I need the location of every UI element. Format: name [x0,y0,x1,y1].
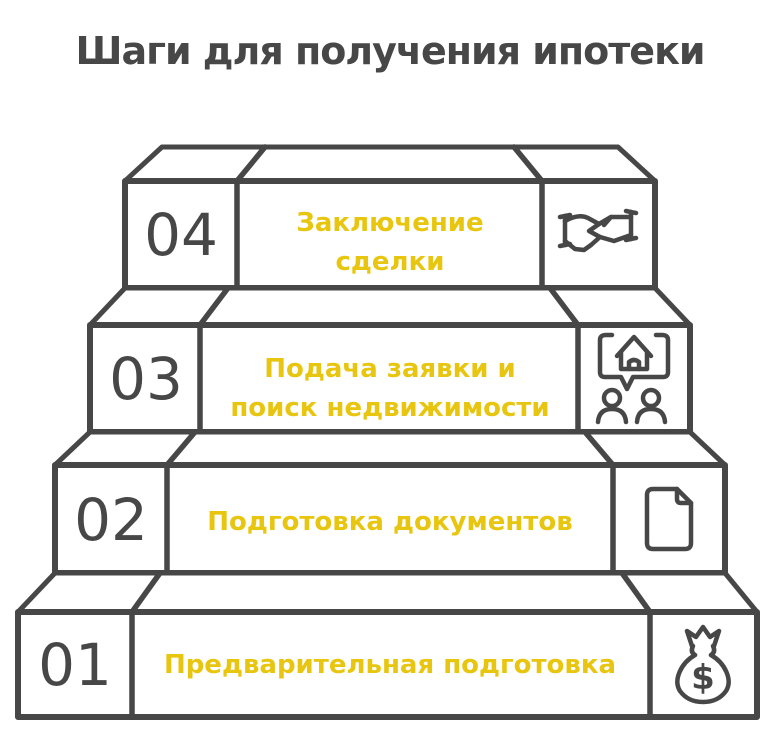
step-2: 02 Подготовка документов [52,429,728,576]
step-1-number: 01 [38,631,112,699]
money-bag-icon: $ [675,624,731,705]
step-1-label-line1: Предварительная подготовка [164,650,616,680]
step-1: 01 Предварительная подготовка $ [15,570,760,720]
step-1-front-face [15,609,760,720]
step-1-crease-right [619,570,653,615]
step-4: 04 Заключение сделки [122,144,658,291]
step-4-crease-left [234,144,268,184]
document-icon [644,486,694,552]
step-3: 03 Подача заявки и поиск недвижимости [87,285,693,435]
step-2-crease-right [582,429,616,468]
step-3-top-face [87,285,693,328]
step-4-crease-right [511,144,545,184]
step-3-number: 03 [109,345,183,413]
step-4-label-line1: Заключение [296,208,483,238]
step-2-top-face [52,429,728,468]
step-3-crease-left [197,285,231,328]
step-2-number: 02 [74,486,148,554]
step-1-crease-left [129,570,163,615]
step-4-top-face [122,144,658,184]
step-2-label-line1: Подготовка документов [207,507,572,537]
step-4-label-line2: сделки [336,247,445,277]
step-3-label-line1: Подача заявки и [264,354,516,384]
dollar-sign: $ [691,658,715,698]
page-title: Шаги для получения ипотеки [76,29,705,73]
step-3-label-line2: поиск недвижимости [230,393,549,423]
step-3-crease-right [547,285,581,328]
handshake-icon [557,208,639,253]
realtor-clients-icon [595,332,671,425]
step-2-crease-left [164,429,198,468]
step-4-number: 04 [144,201,218,269]
